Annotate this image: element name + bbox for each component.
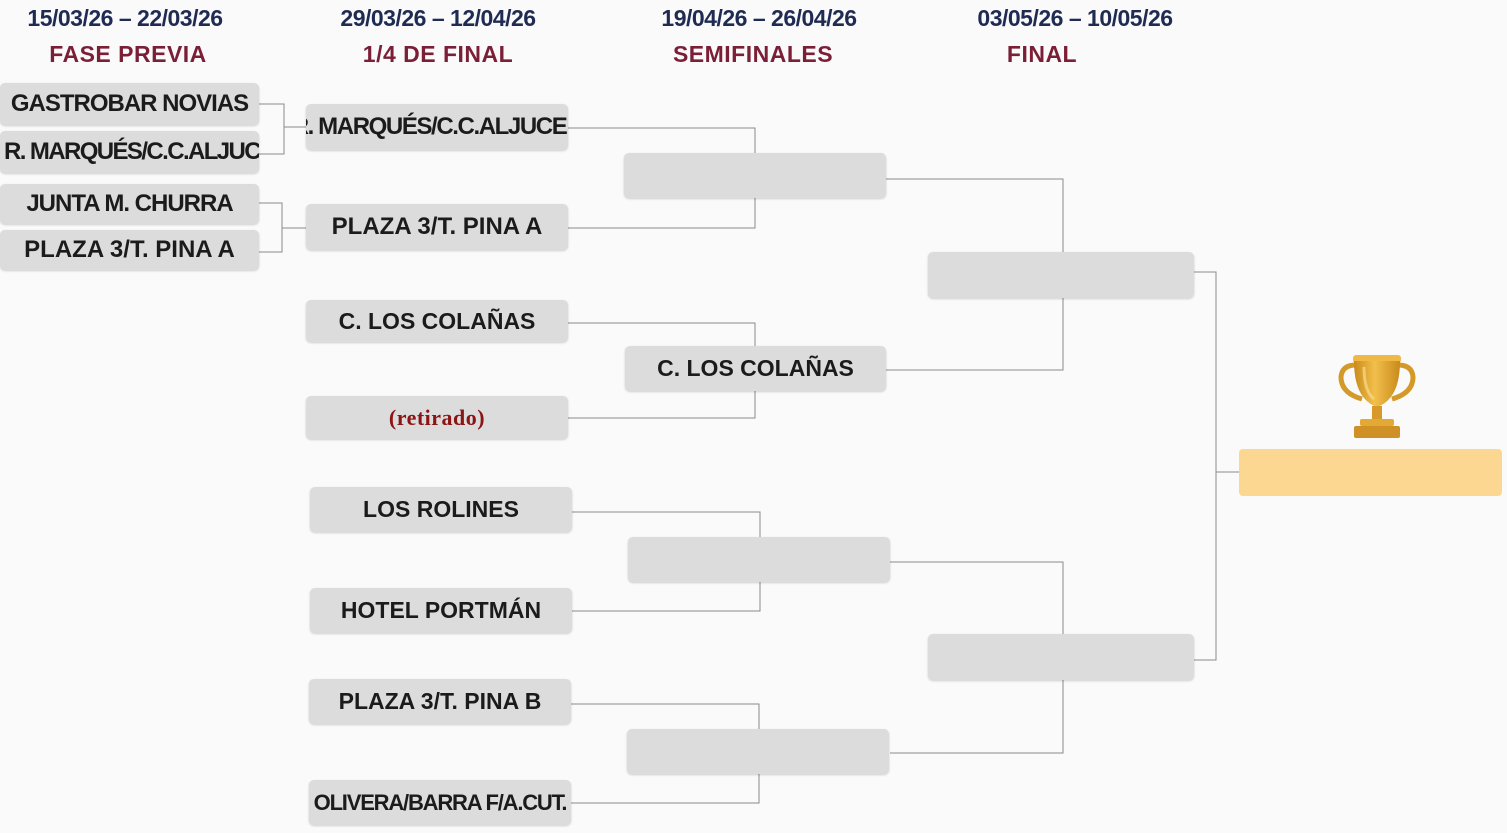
team-name: JUNTA M. CHURRA: [26, 190, 233, 217]
round-name-semifinals: SEMIFINALES: [672, 41, 834, 67]
qf-slot-6: HOTEL PORTMÁN: [310, 588, 572, 633]
round-dates-preliminary: 15/03/26 – 22/03/26: [27, 5, 223, 31]
trophy-icon: [1338, 355, 1416, 438]
prelim-slot-1: GASTROBAR NOVIAS: [0, 83, 259, 125]
team-name-retired: (retirado): [388, 404, 486, 430]
final-slot-2: [928, 634, 1194, 680]
prelim-slot-4: PLAZA 3/T. PINA A: [0, 230, 259, 270]
team-name: LOS ROLINES: [363, 496, 519, 522]
qf-slot-3: C. LOS COLAÑAS: [306, 300, 568, 342]
connector-prelim-1: [259, 103, 285, 155]
sf-slot-4: [627, 729, 889, 774]
qf-slot-1: R. MARQUÉS/C.C.ALJUCER: [306, 104, 568, 150]
team-name: C. LOS COLAÑAS: [338, 307, 536, 334]
team-name: HOTEL PORTMÁN: [340, 597, 542, 623]
round-dates-semifinals: 19/04/26 – 26/04/26: [661, 5, 857, 31]
team-name: R. MARQUÉS/C.C.ALJUCER: [306, 113, 568, 140]
team-name: C. LOS COLAÑAS: [657, 355, 854, 381]
round-name-preliminary: FASE PREVIA: [49, 41, 207, 67]
qf-slot-5: LOS ROLINES: [310, 487, 572, 532]
team-name: R. MARQUÉS/C.C.ALJUCER: [4, 138, 259, 165]
sf-slot-3: [628, 537, 890, 582]
qf-slot-2: PLAZA 3/T. PINA A: [306, 204, 568, 250]
connector-final: [1194, 271, 1217, 661]
champion-slot: [1239, 449, 1502, 496]
team-name: GASTROBAR NOVIAS: [10, 90, 249, 117]
round-name-final: FINAL: [1006, 41, 1078, 67]
final-slot-1: [928, 252, 1194, 298]
team-name: PLAZA 3/T. PINA A: [331, 213, 543, 240]
sf-slot-1: [624, 153, 886, 198]
prelim-slot-2: R. MARQUÉS/C.C.ALJUCER: [0, 131, 259, 173]
team-name: OLIVERA/BARRA F/A.CUT.: [313, 789, 568, 815]
qf-slot-4: (retirado): [306, 396, 568, 439]
round-dates-final: 03/05/26 – 10/05/26: [977, 5, 1173, 31]
prelim-slot-3: JUNTA M. CHURRA: [0, 184, 259, 224]
team-name: PLAZA 3/T. PINA B: [338, 688, 542, 714]
qf-slot-8: OLIVERA/BARRA F/A.CUT.: [309, 780, 571, 825]
team-name: PLAZA 3/T. PINA A: [24, 236, 235, 263]
sf-slot-2: C. LOS COLAÑAS: [625, 346, 886, 391]
connector-prelim-2: [259, 202, 283, 253]
qf-slot-7: PLAZA 3/T. PINA B: [309, 679, 571, 724]
round-name-quarterfinals: 1/4 DE FINAL: [362, 41, 514, 67]
round-dates-quarterfinals: 29/03/26 – 12/04/26: [340, 5, 536, 31]
